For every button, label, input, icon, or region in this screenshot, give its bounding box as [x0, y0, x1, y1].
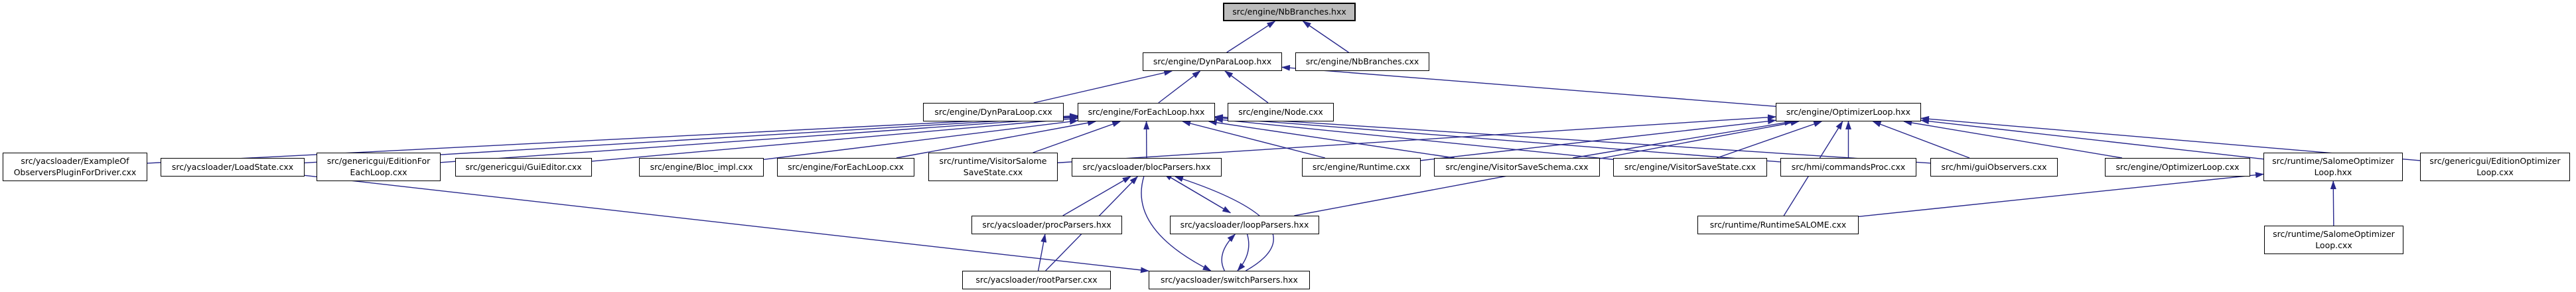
graph-node-runtimesalome[interactable]: src/runtime/RuntimeSALOME.cxx: [1697, 216, 1859, 234]
edge-runtime_cxx--optimizerloop_hxx: [1420, 118, 1776, 161]
node-label-line: SaveState.cxx: [963, 167, 1023, 177]
edge-runtimesalome--salomeoptimizerloop_hxx: [1858, 172, 2264, 217]
node-label-line: src/engine/VisitorSaveState.cxx: [1624, 161, 1756, 172]
node-label-line: src/genericgui/GuiEditor.cxx: [465, 161, 582, 172]
node-label-line: src/engine/NbBranches.hxx: [1232, 6, 1346, 17]
node-label-line: src/engine/OptimizerLoop.hxx: [1786, 106, 1911, 117]
graph-node-blocparsers[interactable]: src/yacsloader/blocParsers.hxx: [1072, 158, 1222, 177]
node-label-line: src/yacsloader/switchParsers.hxx: [1161, 274, 1298, 285]
node-label-line: src/engine/ForEachLoop.cxx: [788, 161, 904, 172]
edge-nbbranches_cxx--nbbranches_hxx: [1302, 21, 1349, 53]
edge-loadstate--switchparsers: [304, 175, 1149, 273]
node-label-line: src/engine/Bloc_impl.cxx: [650, 161, 753, 172]
graph-node-loadstate[interactable]: src/yacsloader/LoadState.cxx: [161, 158, 305, 177]
node-label-line: src/engine/Node.cxx: [1238, 106, 1323, 117]
node-label-line: src/engine/Runtime.cxx: [1312, 161, 1411, 172]
graph-node-visitorsaveschema[interactable]: src/engine/VisitorSaveSchema.cxx: [1434, 158, 1600, 177]
node-label-line: src/hmi/commandsProc.cxx: [1791, 161, 1906, 172]
edge-runtime_cxx--foreachloop_hxx: [1182, 120, 1326, 159]
graph-node-commandsproc[interactable]: src/hmi/commandsProc.cxx: [1780, 158, 1916, 177]
edge-salomeoptimizerloop_cxx--salomeoptimizerloop_hxx: [2330, 181, 2336, 226]
node-label-line: EachLoop.cxx: [350, 167, 407, 177]
graph-node-switchparsers[interactable]: src/yacsloader/switchParsers.hxx: [1149, 271, 1310, 289]
graph-node-dynparaloop_hxx[interactable]: src/engine/DynParaLoop.hxx: [1143, 52, 1282, 71]
node-label-line: ObserversPluginForDriver.cxx: [13, 167, 137, 177]
graph-node-nbbranches_cxx[interactable]: src/engine/NbBranches.cxx: [1295, 52, 1429, 71]
graph-node-foreachloop_cxx[interactable]: src/engine/ForEachLoop.cxx: [777, 158, 914, 177]
node-label-line: src/runtime/SalomeOptimizer: [2272, 156, 2394, 166]
node-label-line: src/runtime/RuntimeSALOME.cxx: [1709, 219, 1847, 230]
node-label-line: src/yacsloader/procParsers.hxx: [982, 219, 1111, 230]
node-label-line: src/runtime/SalomeOptimizer: [2273, 229, 2395, 239]
node-label-line: src/yacsloader/rootParser.cxx: [975, 274, 1098, 285]
edge-rootparser--procparsers: [1037, 234, 1047, 271]
node-label-line: src/yacsloader/blocParsers.hxx: [1082, 161, 1211, 172]
graph-node-loopparsers[interactable]: src/yacsloader/loopParsers.hxx: [1170, 216, 1319, 234]
edge-exampleof--foreachloop_hxx: [147, 113, 1078, 164]
edge-switchparsers--loopparsers: [1221, 234, 1236, 271]
node-label-line: src/yacsloader/LoadState.cxx: [171, 161, 294, 172]
edge-bloc_impl--foreachloop_hxx: [763, 118, 1078, 161]
graph-node-optimizerloop_cxx[interactable]: src/engine/OptimizerLoop.cxx: [2105, 158, 2250, 177]
graph-node-optimizerloop_hxx[interactable]: src/engine/OptimizerLoop.hxx: [1776, 103, 1921, 121]
graph-node-node_cxx[interactable]: src/engine/Node.cxx: [1228, 103, 1334, 121]
edge-blocparsers--switchparsers: [1141, 176, 1212, 271]
edge-dynparaloop_cxx--dynparaloop_hxx: [1033, 70, 1173, 104]
node-label-line: src/engine/DynParaLoop.hxx: [1153, 56, 1272, 66]
graph-node-rootparser[interactable]: src/yacsloader/rootParser.cxx: [962, 271, 1111, 289]
edge-optimizerloop_cxx--optimizerloop_hxx: [1903, 119, 2122, 159]
node-label-line: Loop.hxx: [2314, 167, 2352, 177]
edge-procparsers--blocparsers: [1062, 176, 1131, 216]
edge-guiobservers--optimizerloop_hxx: [1872, 121, 1970, 159]
edge-visitorsavestate--foreachloop_hxx: [1214, 117, 1614, 160]
graph-node-runtime_cxx[interactable]: src/engine/Runtime.cxx: [1302, 158, 1421, 177]
graph-node-bloc_impl[interactable]: src/engine/Bloc_impl.cxx: [639, 158, 764, 177]
edge-optimizerloop_hxx--dynparaloop_hxx: [1281, 64, 1776, 108]
edge-visitorsalomesavestate--foreachloop_hxx: [1033, 121, 1121, 153]
edge-commandsproc--foreachloop_hxx: [1214, 115, 1781, 163]
edge-editionforeachloop--foreachloop_hxx: [440, 114, 1078, 163]
node-label-line: Loop.cxx: [2315, 240, 2352, 250]
node-label-line: Loop.cxx: [2476, 167, 2514, 177]
edge-guiobservers--foreachloop_hxx: [1214, 114, 1931, 164]
edge-dynparaloop_hxx--nbbranches_hxx: [1226, 21, 1276, 53]
graph-node-dynparaloop_cxx[interactable]: src/engine/DynParaLoop.cxx: [923, 103, 1064, 121]
node-label-line: src/engine/DynParaLoop.cxx: [934, 106, 1052, 117]
node-label-line: src/hmi/guiObservers.cxx: [1941, 161, 2047, 172]
graph-node-guieditor[interactable]: src/genericgui/GuiEditor.cxx: [455, 158, 592, 177]
edge-visitorsaveschema--foreachloop_hxx: [1208, 119, 1455, 159]
edge-visitorsaveschema--optimizerloop_hxx: [1573, 119, 1794, 159]
node-label-line: src/yacsloader/ExampleOf: [21, 156, 129, 166]
node-label-line: src/engine/VisitorSaveSchema.cxx: [1445, 161, 1589, 172]
node-label-line: src/runtime/VisitorSalome: [939, 156, 1047, 166]
node-label-line: src/engine/NbBranches.cxx: [1305, 56, 1419, 66]
graph-node-visitorsavestate[interactable]: src/engine/VisitorSaveState.cxx: [1613, 158, 1767, 177]
node-label-line: src/yacsloader/loopParsers.hxx: [1180, 219, 1309, 230]
edge-salomeoptimizerloop_hxx--optimizerloop_hxx: [1920, 118, 2264, 160]
node-label-line: src/genericgui/EditionOptimizer: [2429, 156, 2561, 166]
graph-node-root: src/engine/NbBranches.hxx: [1223, 3, 1356, 21]
graph-node-guiobservers[interactable]: src/hmi/guiObservers.cxx: [1930, 158, 2058, 177]
edge-visitorsavestate--optimizerloop_hxx: [1716, 121, 1823, 159]
edge-foreachloop_hxx--dynparaloop_hxx: [1158, 70, 1201, 104]
edge-loopparsers--switchparsers: [1237, 234, 1250, 271]
graph-node-foreachloop_hxx[interactable]: src/engine/ForEachLoop.hxx: [1078, 103, 1215, 121]
node-label-line: src/engine/OptimizerLoop.cxx: [2115, 161, 2240, 172]
edge-foreachloop_cxx--foreachloop_hxx: [896, 119, 1097, 159]
edge-visitorsalomesavestate--optimizerloop_hxx: [1057, 114, 1776, 163]
node-label-line: src/engine/ForEachLoop.hxx: [1088, 106, 1205, 117]
edge-node_cxx--dynparaloop_hxx: [1224, 70, 1269, 104]
edge-guieditor--foreachloop_hxx: [591, 115, 1078, 162]
graph-node-procparsers[interactable]: src/yacsloader/procParsers.hxx: [971, 216, 1122, 234]
node-label-line: src/genericgui/EditionFor: [326, 156, 431, 166]
